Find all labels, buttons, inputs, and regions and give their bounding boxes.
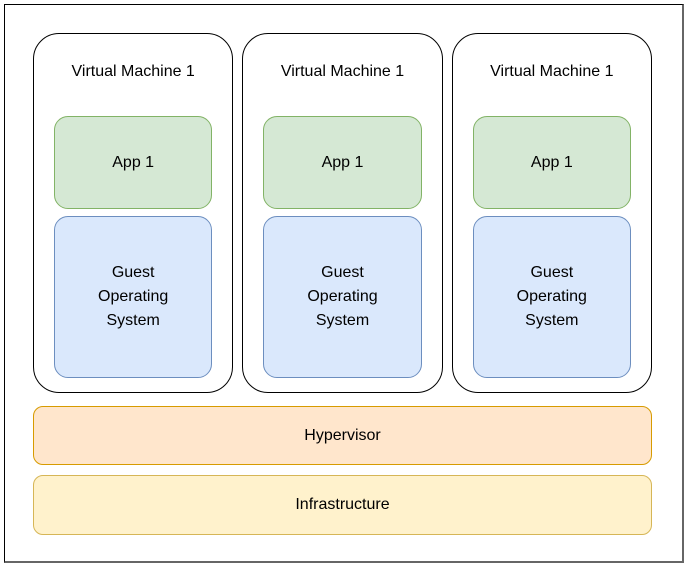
app-box: App 1 (263, 116, 422, 209)
app-label: App 1 (321, 153, 364, 171)
hypervisor-bar: Hypervisor (33, 406, 652, 465)
app-box: App 1 (54, 116, 213, 209)
vm-title: Virtual Machine 1 (71, 63, 195, 80)
vm-box-3: Virtual Machine 1 App 1 Guest Operating … (451, 33, 652, 393)
guest-os-label: Guest Operating System (98, 264, 169, 329)
guest-os-label: Guest Operating System (516, 264, 587, 329)
vm-box-1: Virtual Machine 1 App 1 Guest Operating … (33, 33, 234, 393)
infrastructure-bar: Infrastructure (33, 475, 652, 535)
guest-os-box: Guest Operating System (472, 216, 631, 378)
guest-os-label: Guest Operating System (307, 264, 378, 329)
infrastructure-label: Infrastructure (295, 496, 390, 513)
app-box: App 1 (472, 116, 631, 209)
diagram-frame: Virtual Machine 1 App 1 Guest Operating … (4, 4, 684, 563)
app-label: App 1 (112, 153, 155, 171)
guest-os-box: Guest Operating System (263, 216, 422, 378)
vm-box-2: Virtual Machine 1 App 1 Guest Operating … (242, 33, 443, 393)
hypervisor-label: Hypervisor (304, 426, 381, 444)
vm-title: Virtual Machine 1 (490, 63, 614, 80)
vm-title: Virtual Machine 1 (280, 63, 405, 80)
app-label: App 1 (530, 153, 573, 171)
vm-row: Virtual Machine 1 App 1 Guest Operating … (33, 33, 652, 393)
guest-os-box: Guest Operating System (54, 216, 213, 378)
